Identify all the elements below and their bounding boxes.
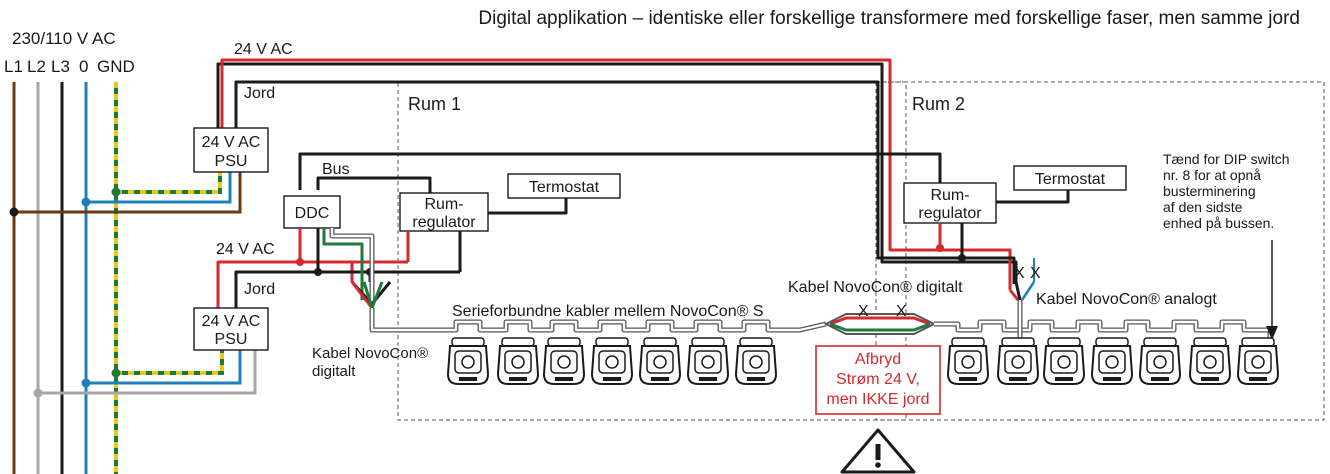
room2-thermostat	[1013, 165, 1127, 191]
psu-bottom-line1: 24 V AC	[202, 313, 261, 330]
ddc-label: DDC	[295, 205, 330, 222]
mains-voltage-label: 230/110 V AC	[12, 29, 116, 48]
cut-mark-right: X	[896, 303, 907, 320]
actuator-icon	[1043, 337, 1085, 385]
room1-regulator-line2: regulator	[412, 214, 476, 231]
room1-chain-label: Serieforbundne kabler mellem NovoCon® S	[452, 303, 764, 320]
actuator-icon	[639, 337, 681, 385]
psu-bottom-box	[193, 307, 269, 351]
actuator-icon	[735, 337, 777, 385]
actuator-icon	[997, 337, 1039, 385]
psu-top-box	[193, 127, 269, 173]
psu-top-ground-label: Jord	[244, 85, 275, 102]
psu-top-line1: 24 V AC	[202, 134, 261, 151]
dip-note-line2: nr. 8 for at opnå	[1163, 167, 1261, 183]
actuator-icon	[1091, 337, 1133, 385]
psu-bottom-ground-label: Jord	[244, 281, 275, 298]
room1-cable-label-line1: Kabel NovoCon®	[312, 345, 428, 362]
actuator-icon	[687, 337, 729, 385]
dip-note-line5: enhed på bussen.	[1163, 215, 1274, 231]
room1-thermostat	[507, 173, 621, 199]
bus-label: Bus	[322, 161, 350, 178]
room2-regulator-line2: regulator	[918, 205, 982, 222]
actuator-icon	[591, 337, 633, 385]
room2-label: Rum 2	[912, 94, 965, 114]
room1-regulator-line1: Rum-	[424, 196, 463, 213]
warning-line3: men IKKE jord	[826, 391, 929, 408]
psu-top-line2: PSU	[215, 153, 248, 170]
room2-analog-cable-label: Kabel NovoCon® analogt	[1036, 291, 1217, 308]
mains-line-neutral: 0	[79, 57, 88, 76]
mains-line-l3: L3	[51, 57, 70, 76]
dip-note-line1: Tænd for DIP switch	[1163, 151, 1290, 167]
actuator-icon	[447, 337, 489, 385]
warning-box	[815, 345, 941, 415]
room1-label: Rum 1	[408, 94, 461, 114]
ddc-box	[283, 195, 341, 229]
dip-note-line3: busterminering	[1163, 183, 1256, 199]
room2-regulator-line1: Rum-	[930, 187, 969, 204]
room2-thermostat-label: Termostat	[1035, 171, 1106, 188]
room1-cable-label-line2: digitalt	[312, 363, 356, 380]
psu-bottom-line2: PSU	[215, 331, 248, 348]
psu-bottom-supply-label: 24 V AC	[216, 241, 275, 258]
arrowhead-icon	[1266, 326, 1278, 340]
actuator-icon	[1189, 337, 1231, 385]
mains-line-ground: GND	[97, 57, 135, 76]
room1-thermostat-label: Termostat	[529, 179, 600, 196]
mains-line-l1: L1	[4, 57, 23, 76]
cut-mark-analog-2: X	[1030, 265, 1041, 282]
actuator-icon	[497, 337, 539, 385]
psu-top-supply-label: 24 V AC	[234, 41, 293, 58]
mains-line-l2: L2	[27, 57, 46, 76]
cut-mark-analog-1: X	[1014, 265, 1025, 282]
actuator-icon	[1237, 337, 1279, 385]
room1-regulator	[399, 192, 489, 232]
diagram-title: Digital applikation – identiske eller fo…	[478, 8, 1300, 29]
dip-note-line4: af den sidste	[1163, 199, 1243, 215]
room2-area	[875, 81, 1325, 421]
warning-line1: Afbryd	[855, 351, 901, 368]
actuator-icon	[1139, 337, 1181, 385]
actuator-icon	[947, 337, 989, 385]
middle-cable-label: Kabel NovoCon® digitalt	[788, 279, 963, 296]
warning-triangle-icon	[840, 428, 916, 474]
cut-mark-left: X	[858, 303, 869, 320]
warning-line2: Strøm 24 V,	[836, 371, 920, 388]
room2-regulator	[903, 182, 997, 224]
actuator-icon	[543, 337, 585, 385]
